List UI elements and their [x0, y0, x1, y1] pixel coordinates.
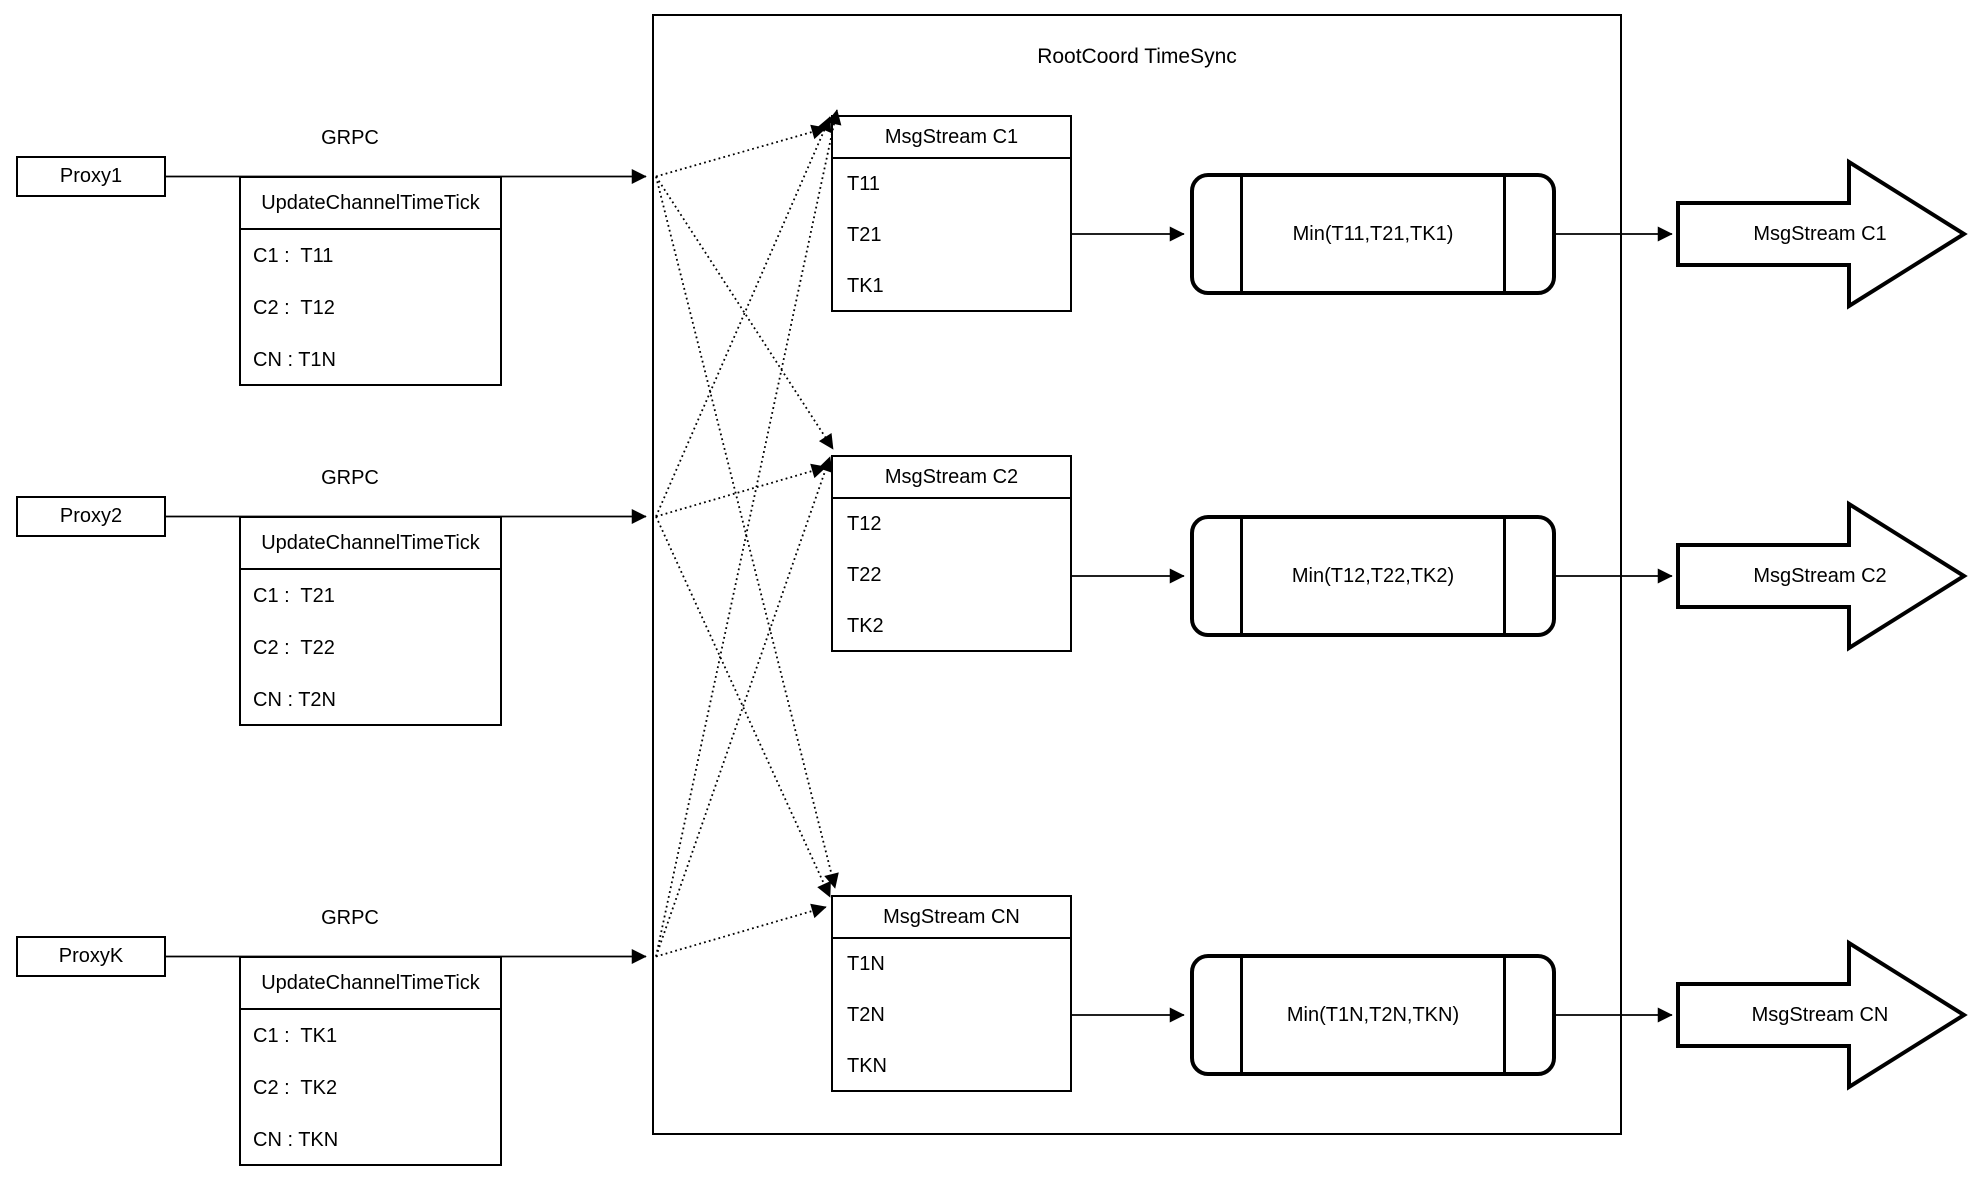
msgstream-c2-tick: TK2 — [847, 615, 884, 637]
msgstream-c1-header: MsgStream C1 — [833, 117, 1070, 159]
proxy2-table-row: C2 : T22 — [253, 636, 335, 659]
proxy1-table-row: C1 : T11 — [253, 244, 334, 267]
proxy1-table-header: UpdateChannelTimeTick — [241, 178, 500, 230]
min-process-2: Min(T12,T22,TK2) — [1190, 515, 1556, 637]
proxy2-node: Proxy2 — [16, 496, 166, 537]
msgstream-c2-tick: T22 — [847, 564, 882, 586]
process-divider — [1240, 177, 1243, 291]
process-divider — [1240, 958, 1243, 1072]
proxyk-table-row: CN : TKN — [253, 1128, 339, 1151]
fanout-p1-cn — [655, 176, 839, 889]
process-divider — [1503, 519, 1506, 633]
output-arrow-label-3: MsgStream CN — [1751, 1004, 1889, 1026]
msgstream-cn-header: MsgStream CN — [833, 897, 1070, 939]
msgstream-c1-tick: T21 — [847, 224, 882, 246]
msgstream-c2-table: MsgStream C2 T12 T22 TK2 — [831, 455, 1072, 652]
msgstream-c2-tick: T12 — [847, 513, 882, 535]
process-divider — [1240, 519, 1243, 633]
min-process-1: Min(T11,T21,TK1) — [1190, 173, 1556, 295]
rootcoord-title: RootCoord TimeSync — [1037, 45, 1237, 68]
fanout-p1-c1 — [655, 124, 827, 178]
msgstream-c2-header: MsgStream C2 — [833, 457, 1070, 499]
process-divider — [1503, 177, 1506, 291]
grpc-label-3: GRPC — [321, 907, 379, 929]
output-arrow-shape-3 — [1676, 939, 1968, 1091]
msgstream-cn-tick: T1N — [847, 953, 885, 975]
fanout-p1-c2 — [655, 176, 834, 450]
fanout-pk-cn — [655, 903, 827, 958]
fanout-pk-c2 — [655, 456, 833, 957]
process-divider — [1503, 958, 1506, 1072]
min-label-2: Min(T12,T22,TK2) — [1291, 564, 1455, 587]
proxy2-table-row: C1 : T21 — [253, 584, 335, 607]
min-label-3: Min(T1N,T2N,TKN) — [1286, 1003, 1460, 1026]
output-arrow-shape-2 — [1676, 500, 1968, 652]
msgstream-c1-tick: TK1 — [847, 275, 884, 297]
proxyk-table-header: UpdateChannelTimeTick — [241, 958, 500, 1010]
grpc-label-1: GRPC — [321, 127, 379, 149]
min-label-1: Min(T11,T21,TK1) — [1292, 222, 1454, 245]
proxy1-timetick-table: UpdateChannelTimeTick C1 : T11 C2 : T12 … — [239, 176, 502, 386]
proxy2-table-header: UpdateChannelTimeTick — [241, 518, 500, 570]
fanout-p2-c2 — [655, 463, 827, 518]
msgstream-c1-table: MsgStream C1 T11 T21 TK1 — [831, 115, 1072, 312]
proxyk-node: ProxyK — [16, 936, 166, 977]
output-arrow-label-2: MsgStream C2 — [1753, 565, 1887, 587]
msgstream-cn-tick: TKN — [847, 1055, 887, 1077]
msgstream-cn-tick: T2N — [847, 1004, 885, 1026]
proxy1-table-row: CN : T1N — [253, 348, 336, 371]
proxyk-table-row: C2 : TK2 — [253, 1076, 338, 1099]
fanout-p2-cn — [655, 516, 831, 898]
proxy1-table-row: C2 : T12 — [253, 296, 335, 319]
min-process-3: Min(T1N,T2N,TKN) — [1190, 954, 1556, 1076]
output-arrow-shape-1 — [1676, 158, 1968, 310]
msgstream-c1-tick: T11 — [847, 173, 880, 195]
proxy2-timetick-table: UpdateChannelTimeTick C1 : T21 C2 : T22 … — [239, 516, 502, 726]
proxy1-node: Proxy1 — [16, 156, 166, 197]
output-arrow-label-1: MsgStream C1 — [1753, 223, 1887, 245]
msgstream-cn-table: MsgStream CN T1N T2N TKN — [831, 895, 1072, 1092]
proxyk-table-row: C1 : TK1 — [253, 1024, 338, 1047]
fanout-pk-c1 — [655, 109, 842, 957]
fanout-p2-c1 — [655, 116, 832, 517]
grpc-label-2: GRPC — [321, 467, 379, 489]
proxy2-table-row: CN : T2N — [253, 688, 336, 711]
